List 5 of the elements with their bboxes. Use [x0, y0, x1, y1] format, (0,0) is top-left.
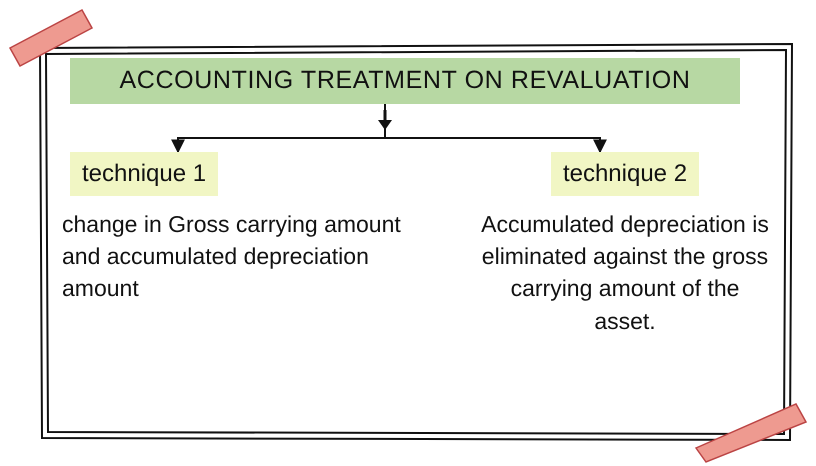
- description-text: Accumulated depreciation is eliminated against the gross carrying amount of the asset.: [480, 210, 770, 336]
- description-text: change in Gross carrying amount and accumulated depreciation amount: [62, 210, 402, 304]
- title-band: ACCOUNTING TREATMENT ON REVALUATION: [70, 58, 740, 104]
- technique-heading: technique 1: [70, 152, 218, 196]
- technique-heading: technique 2: [550, 152, 700, 196]
